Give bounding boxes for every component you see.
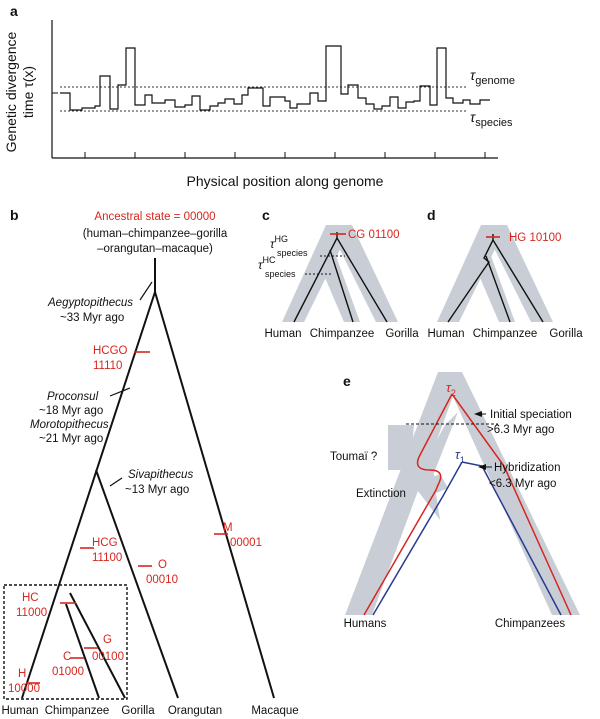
ancestral-desc-2: –orangutan–macaque): [97, 243, 213, 255]
mutation-hc-code: 11000: [16, 607, 47, 619]
panel-b-mutation-ticks: [26, 351, 228, 684]
fossil-morotopithecus: Morotopithecus: [30, 419, 109, 431]
taxon-gorilla: Gorilla: [121, 705, 155, 717]
hybridization-age: <6.3 Myr ago: [489, 478, 556, 490]
lineage-red: [363, 393, 572, 616]
panel-a-label: a: [10, 3, 18, 19]
panel-c-taxon-gorilla: Gorilla: [385, 328, 419, 340]
panel-b-label: b: [10, 207, 19, 223]
mutation-hcgo: HCGO: [93, 345, 128, 357]
fossil-proconsul-age: ~18 Myr ago: [39, 405, 103, 417]
mutation-o: O: [158, 559, 167, 571]
humans-label: Humans: [344, 618, 387, 630]
speciation-pointer-head: [474, 411, 482, 417]
divergence-step-line: [60, 45, 490, 111]
mutation-m: M: [223, 522, 233, 534]
fossil-proconsul: Proconsul: [47, 391, 99, 403]
panel-c-gene-tree: [293, 232, 388, 323]
fossil-aegyptopithecus-age: ~33 Myr ago: [60, 312, 124, 324]
panel-c-taxon-chimpanzee: Chimpanzee: [310, 328, 375, 340]
fossil-morotopithecus-age: ~21 Myr ago: [39, 433, 103, 445]
fossil-aegyptopithecus: Aegyptopithecus: [47, 297, 133, 309]
hybridization-pointer-head: [478, 464, 486, 470]
panel-d-label: d: [427, 207, 436, 223]
mutation-m-code: 00001: [230, 537, 262, 549]
panel-c-mutation: CG 01100: [348, 229, 400, 241]
initial-speciation-label: Initial speciation: [490, 409, 572, 421]
initial-speciation-age: >6.3 Myr ago: [487, 424, 554, 436]
mutation-c-code: 01000: [52, 666, 84, 678]
panel-e-label: e: [343, 373, 351, 389]
panel-d-species-band: [437, 225, 553, 322]
inset-box: [3, 584, 128, 700]
mutation-c: C: [63, 651, 71, 663]
toumai-label: Toumaï ?: [330, 451, 377, 463]
panel-d-taxon-chimpanzee: Chimpanzee: [473, 328, 538, 340]
mutation-o-code: 00010: [146, 574, 178, 586]
tau-species-label: τspecies: [470, 109, 513, 129]
panel-d-taxon-gorilla: Gorilla: [549, 328, 583, 340]
hybridization-label: Hybridization: [494, 462, 560, 474]
panel-d-taxon-human: Human: [427, 328, 464, 340]
panel-d-gene-tree: [447, 234, 544, 323]
mutation-hcgo-code: 11110: [93, 360, 122, 372]
mutation-hcg-code: 11100: [92, 552, 122, 564]
tau1-label: τ1: [455, 447, 465, 465]
tau-genome-label: τgenome: [470, 67, 515, 87]
panel-c-taxon-human: Human: [264, 328, 301, 340]
panel-d-mutation: HG 10100: [509, 232, 561, 244]
mutation-hc: HC: [22, 592, 39, 604]
panel-a-ylabel-1: Genetic divergence: [3, 31, 19, 152]
tau2-label: τ2: [446, 380, 456, 398]
ancestral-desc-1: (human–chimpanzee–gorilla: [83, 228, 228, 240]
mutation-h: H: [18, 668, 26, 680]
taxon-macaque: Macaque: [251, 705, 298, 717]
fossil-sivapithecus-age: ~13 Myr ago: [125, 484, 189, 496]
panel-c-label: c: [262, 207, 270, 223]
taxon-orangutan: Orangutan: [168, 705, 222, 717]
mutation-h-code: 10000: [8, 683, 40, 695]
panel-b-tree: [21, 258, 275, 699]
panel-e-species-band: [345, 372, 580, 615]
extinction-arrow: [412, 474, 448, 494]
ancestral-state-label: Ancestral state = 00000: [94, 211, 215, 223]
panel-a-axes: [51, 20, 498, 159]
chimpanzees-label: Chimpanzees: [495, 618, 566, 630]
fossil-sivapithecus: Sivapithecus: [128, 469, 193, 481]
mutation-hcg: HCG: [92, 537, 118, 549]
taxon-chimpanzee: Chimpanzee: [45, 705, 110, 717]
extinction-label: Extinction: [356, 488, 406, 500]
mutation-g-code: 00100: [92, 651, 124, 663]
taxon-human: Human: [1, 705, 38, 717]
mutation-g: G: [103, 634, 112, 646]
panel-a-xlabel: Physical position along genome: [187, 173, 384, 189]
panel-a-ylabel-2: time τ(x): [20, 66, 36, 118]
